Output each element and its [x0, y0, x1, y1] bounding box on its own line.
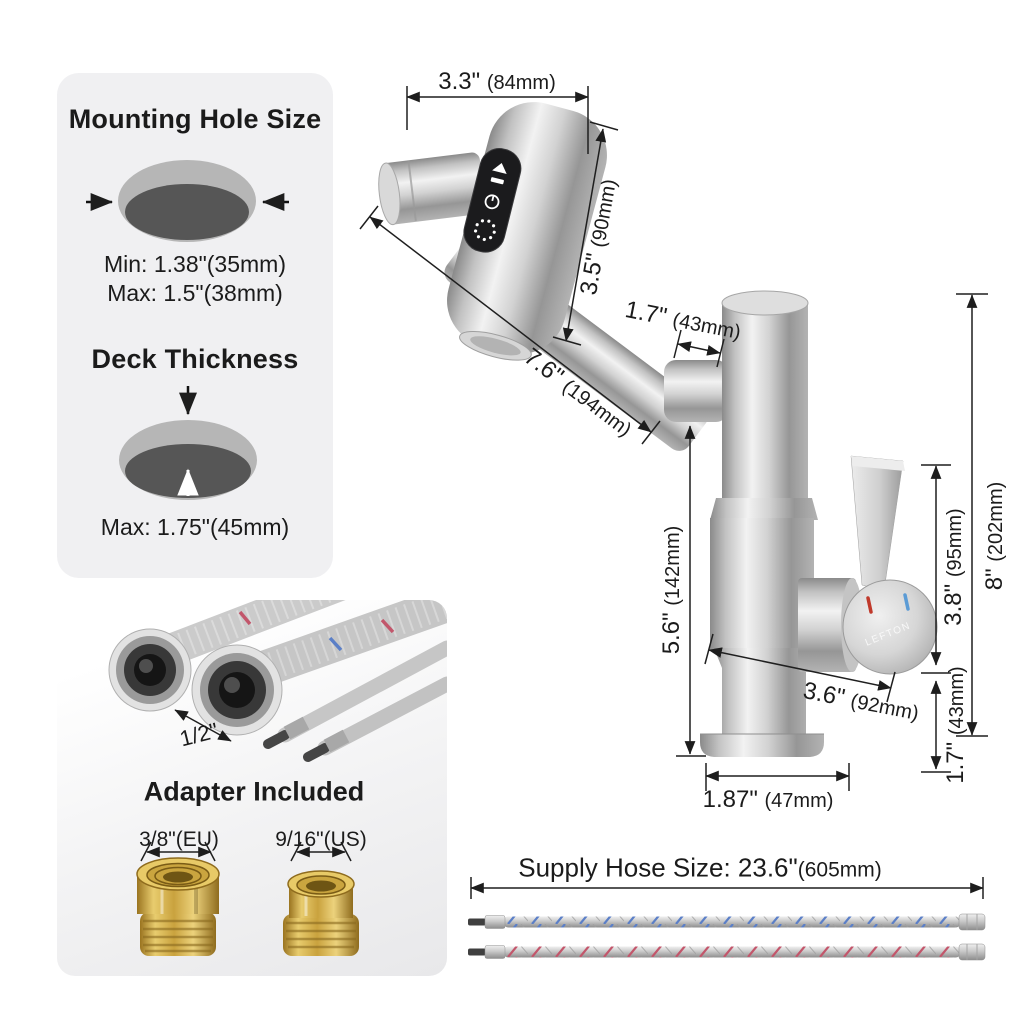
- supply-hose-cold: [468, 913, 986, 931]
- dim-body-depth: [704, 633, 896, 703]
- dim-base-width: [705, 763, 850, 791]
- faucet-handle: LEFTON: [798, 455, 938, 675]
- hot-indicator: [866, 596, 873, 614]
- mounting-hole-title: Mounting Hole Size: [68, 104, 322, 134]
- adapter-us-dim-line: [290, 841, 352, 862]
- dim-label-spout-height: 5.6" (142mm): [658, 525, 685, 655]
- spray-mode-icon: [492, 163, 507, 175]
- supply-hoses-photo: [108, 600, 447, 762]
- supply-hose-hot: [468, 943, 986, 961]
- mounting-hole-graphic: [86, 160, 289, 242]
- stream-mode-icon: [490, 177, 504, 185]
- deck-thickness-title: Deck Thickness: [91, 344, 299, 374]
- dim-base-height: [921, 680, 951, 773]
- adapter-eu-label: 3/8"(EU): [139, 828, 219, 851]
- adapter-us-graphic: [283, 870, 359, 956]
- adapter-eu-dim-line: [140, 841, 216, 862]
- faucet-base-flange: [700, 734, 824, 757]
- faucet-pipe: [700, 290, 824, 757]
- handle-lever: [850, 455, 904, 592]
- faucet-elbow-joint: [664, 360, 728, 422]
- dim-label-base-width: 1.87" (47mm): [702, 786, 834, 813]
- dim-spout-height: [676, 425, 706, 757]
- half-inch-dim-line: [174, 709, 232, 742]
- power-icon: [484, 194, 500, 210]
- faucet-illustration: LEFTON: [378, 102, 938, 757]
- deck-thickness-graphic: [119, 386, 257, 500]
- mounting-hole-min: Min: 1.38"(35mm): [104, 251, 286, 277]
- deck-thickness-max: Max: 1.75"(45mm): [100, 514, 290, 540]
- dim-label-handle-height: 3.8" (95mm): [940, 508, 967, 626]
- adapter-included-title: Adapter Included: [143, 776, 365, 807]
- dim-arm-length: [359, 205, 661, 445]
- dim-total-height: [956, 293, 988, 737]
- dim-handle-height: [921, 464, 951, 674]
- dim-label-spout-width: 3.3" (84mm): [438, 68, 556, 95]
- cold-indicator: [903, 593, 910, 611]
- mounting-panel: Mounting Hole Size Min: 1.38"(35mm) Max:…: [57, 73, 333, 578]
- adapter-us-label: 9/16"(US): [275, 828, 367, 851]
- dim-joint-length: [673, 329, 725, 368]
- dim-label-base-height: 1.7" (43mm): [942, 666, 969, 784]
- mounting-hole-max: Max: 1.5"(38mm): [107, 280, 283, 306]
- adapter-eu-graphic: [136, 857, 220, 956]
- dim-label-total-height: 8" (202mm): [981, 481, 1008, 591]
- supply-hose-size-label: Supply Hose Size: 23.6"(605mm): [518, 852, 882, 883]
- hose-nut-left: [108, 628, 192, 712]
- dim-supply-hose-length: [470, 877, 984, 899]
- hose-nut-right: [191, 644, 283, 736]
